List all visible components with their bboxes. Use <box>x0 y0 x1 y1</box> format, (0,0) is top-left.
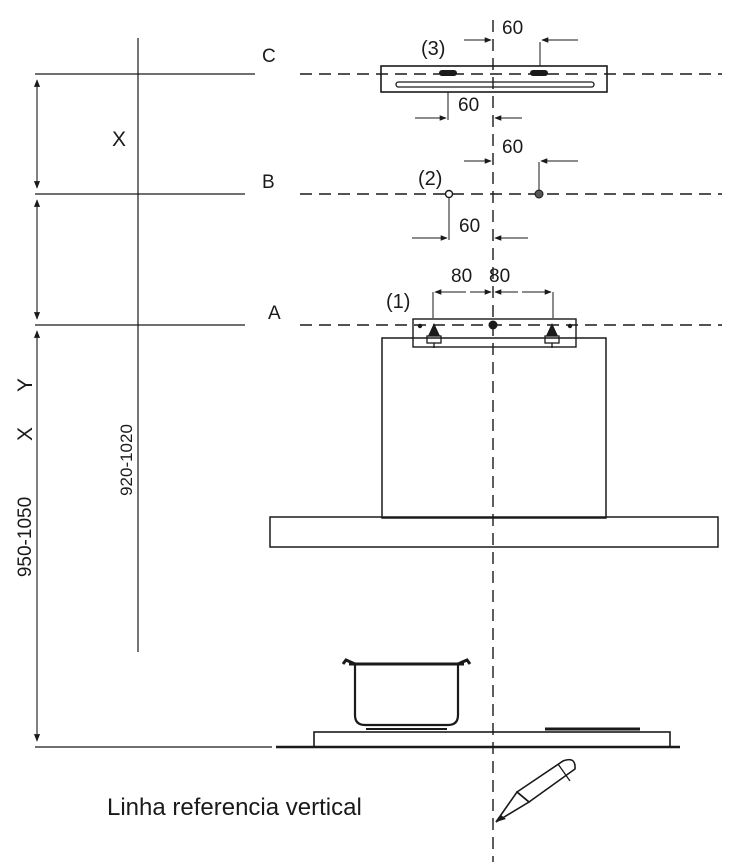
cooktop <box>276 727 680 749</box>
level-label-c: C <box>262 46 276 67</box>
anchor-right <box>544 323 560 348</box>
dim-a-left: 80 <box>451 266 472 287</box>
screw-point-left <box>444 189 454 199</box>
dim-b-bottom: 60 <box>459 216 480 237</box>
center-screw <box>488 320 498 330</box>
dim-a-right: 80 <box>489 266 510 287</box>
dim-x-lower: X <box>14 427 37 441</box>
anchor-left <box>426 323 442 348</box>
dim-b-top: 60 <box>502 137 523 158</box>
dim-c-top: 60 <box>502 18 523 39</box>
dim-y: Y <box>14 378 37 392</box>
bracket-a <box>412 318 577 348</box>
hood-chimney <box>381 337 607 519</box>
dim-x-upper: X <box>112 128 126 151</box>
dim-range-inner: 920-1020 <box>117 424 136 496</box>
dim-c-bottom: 60 <box>458 95 479 116</box>
callout-3: (3) <box>421 38 445 60</box>
caption-vertical-reference: Linha referencia vertical <box>107 794 362 821</box>
dim-range-outer: 950-1050 <box>15 497 36 577</box>
slot-right <box>530 70 548 76</box>
callout-1: (1) <box>386 291 410 313</box>
pencil-icon <box>495 758 576 823</box>
slot-left <box>439 70 457 76</box>
cooking-pot <box>341 658 472 730</box>
level-label-a: A <box>268 303 281 324</box>
callout-2: (2) <box>418 168 442 190</box>
screw-point-right <box>534 189 544 199</box>
bracket-c <box>380 65 608 93</box>
hood-canopy <box>269 516 719 548</box>
level-label-b: B <box>262 172 275 193</box>
